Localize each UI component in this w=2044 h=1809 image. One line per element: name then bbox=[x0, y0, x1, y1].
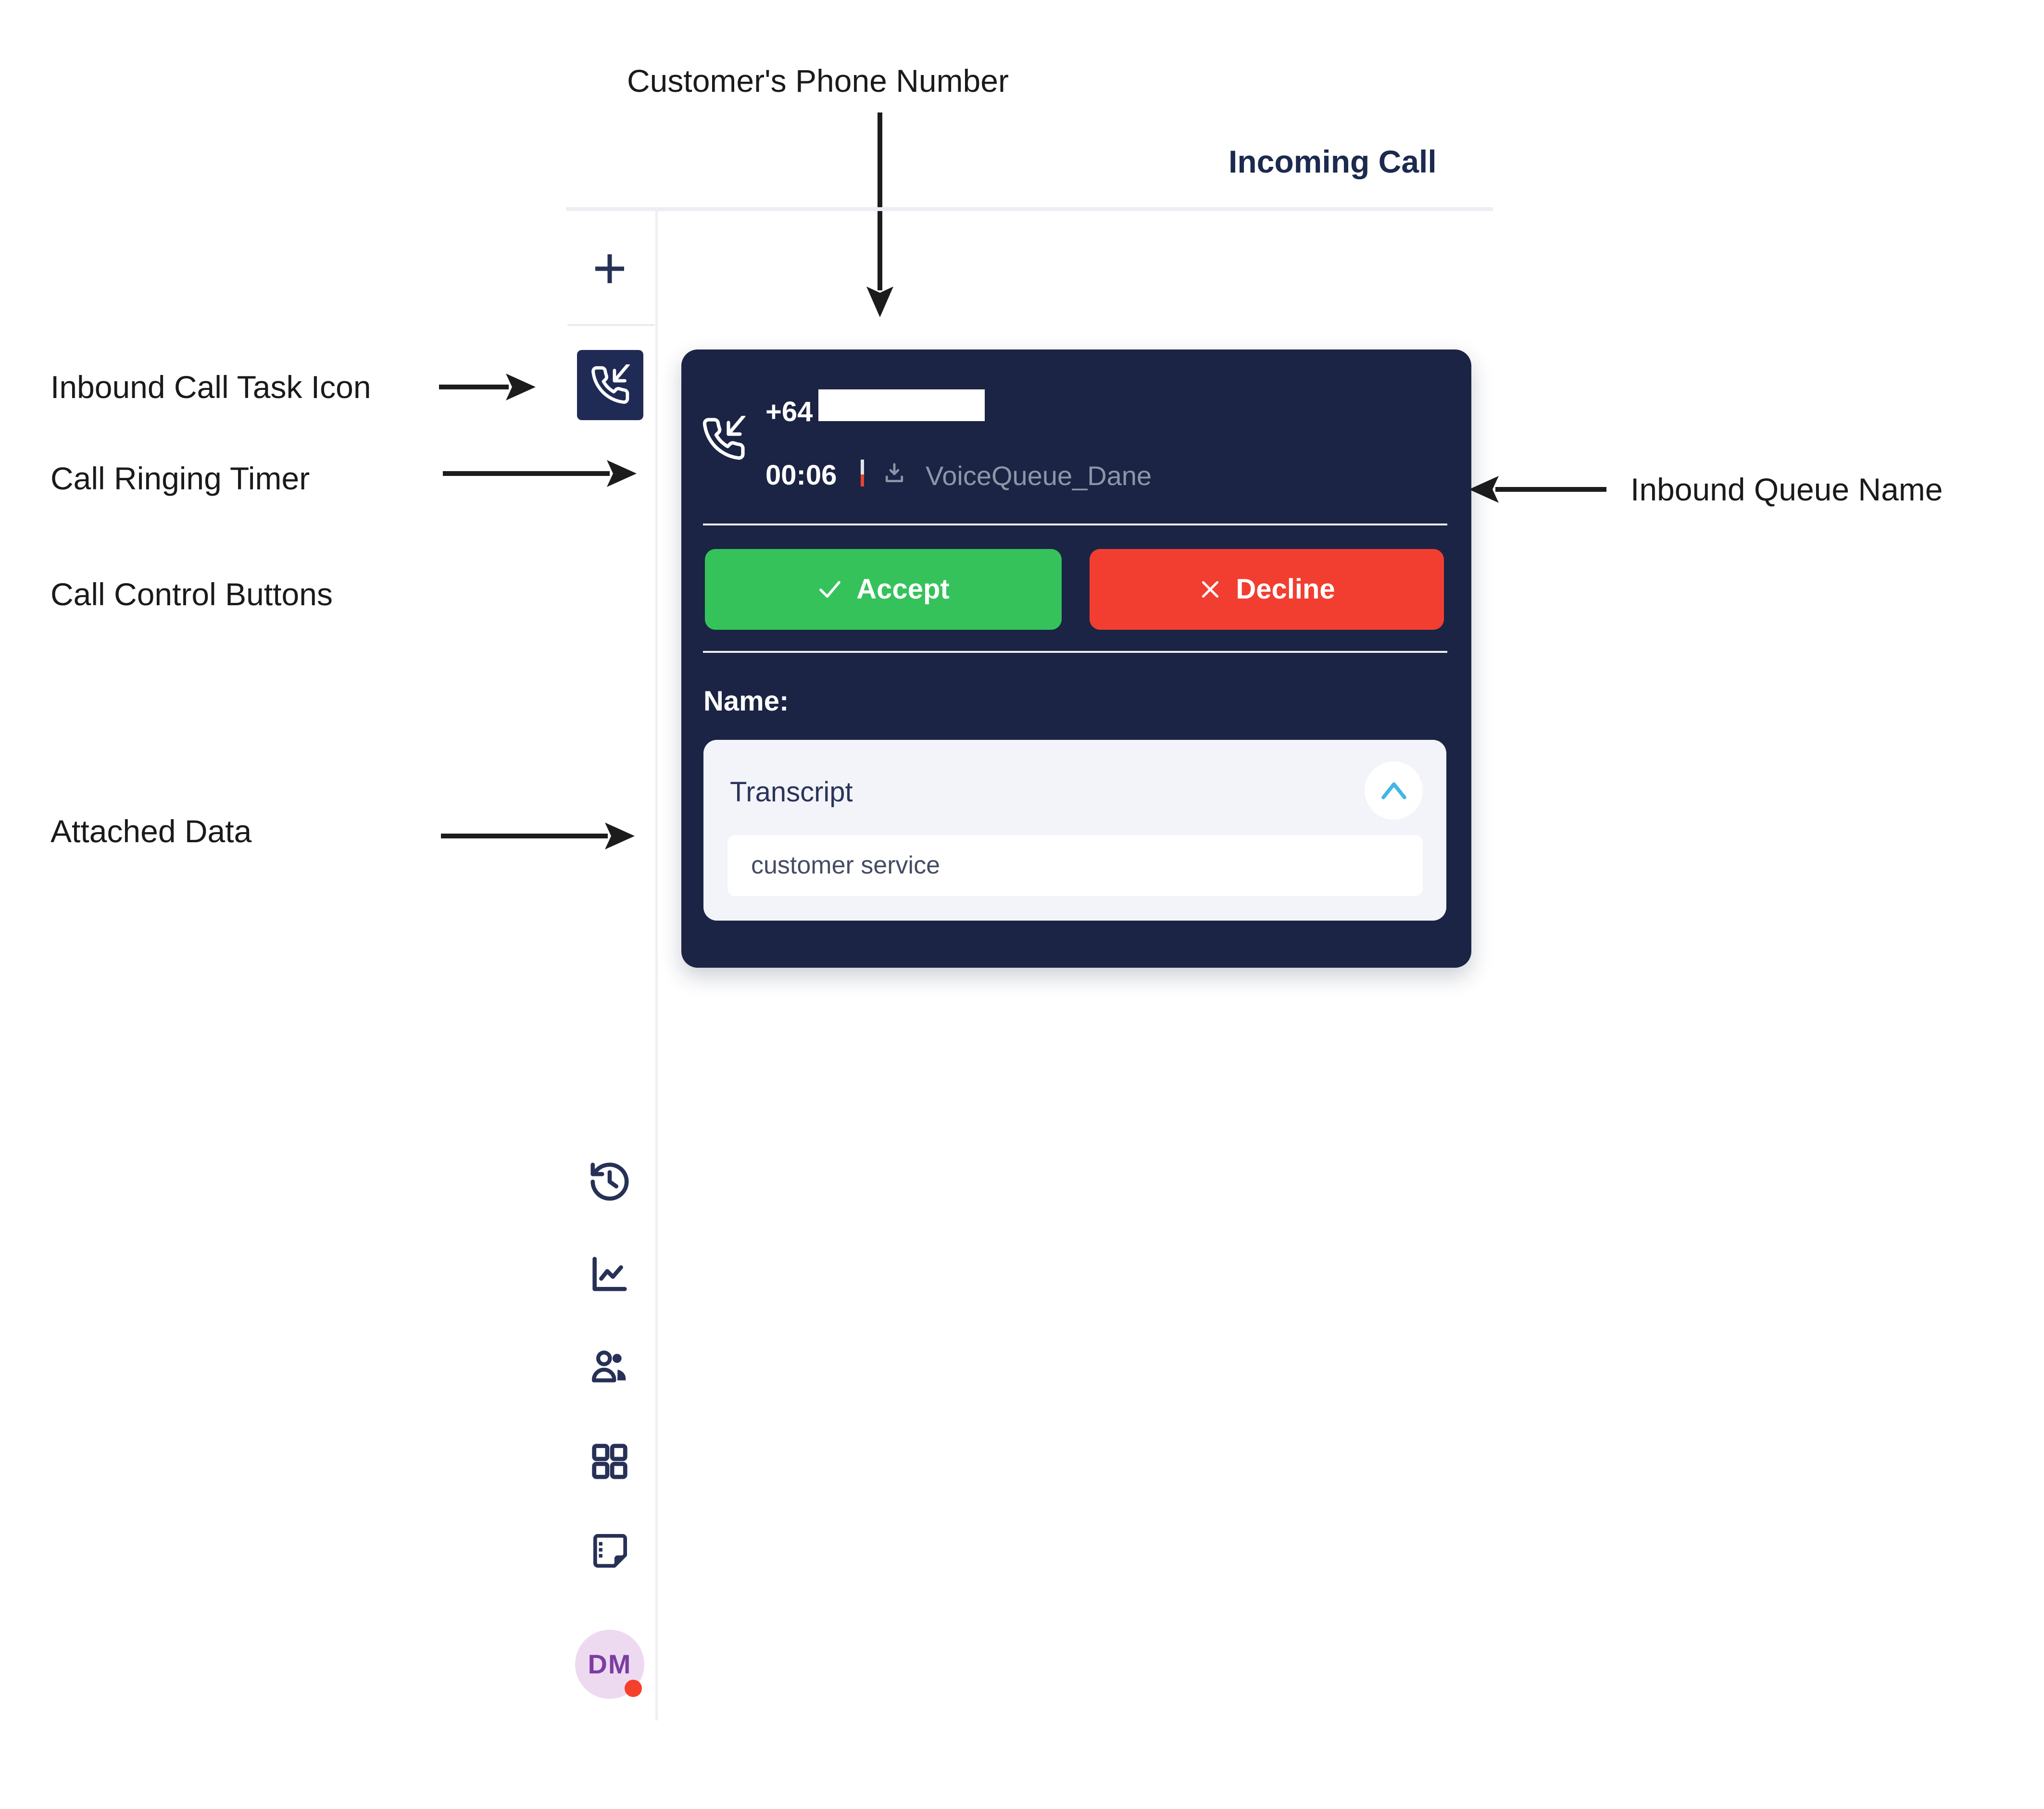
avatar[interactable]: DM bbox=[575, 1630, 644, 1699]
sidebar-item-apps[interactable] bbox=[583, 1435, 637, 1488]
history-icon bbox=[590, 1162, 629, 1201]
annotation-customer-phone-number: Customer's Phone Number bbox=[627, 62, 1009, 99]
transcript-panel: Transcript customer service bbox=[703, 740, 1446, 921]
card-divider bbox=[703, 524, 1447, 525]
phone-number-prefix: +64 bbox=[765, 396, 813, 427]
annotation-inbound-queue-name: Inbound Queue Name bbox=[1630, 471, 1943, 507]
accept-button-label: Accept bbox=[856, 574, 950, 605]
chevron-up-icon bbox=[1381, 782, 1406, 799]
sidebar-rule bbox=[567, 324, 655, 326]
sidebar-item-agents[interactable] bbox=[582, 1339, 638, 1395]
sidebar-item-notes[interactable] bbox=[583, 1524, 637, 1578]
arrow-right-icon bbox=[441, 823, 635, 849]
grid-icon bbox=[592, 1444, 627, 1479]
annotation-attached-data: Attached Data bbox=[50, 813, 252, 849]
call-ringing-timer: 00:06 bbox=[765, 460, 837, 491]
arrow-left-icon bbox=[1469, 476, 1606, 503]
new-task-button[interactable] bbox=[576, 238, 643, 299]
sidebar-item-inbound-call-task[interactable] bbox=[577, 350, 643, 420]
notes-icon bbox=[593, 1534, 627, 1568]
transcript-value-field: customer service bbox=[727, 835, 1423, 896]
checkmark-icon bbox=[819, 581, 841, 598]
transcript-title[interactable]: Transcript bbox=[730, 776, 853, 808]
avatar-initials: DM bbox=[588, 1649, 632, 1679]
incoming-call-card: +64 00:06 VoiceQueue_Dane Accept Decline bbox=[681, 349, 1471, 968]
x-icon bbox=[1202, 581, 1219, 598]
accept-button[interactable]: Accept bbox=[705, 549, 1062, 630]
redacted-phone-number bbox=[818, 389, 985, 421]
plus-icon bbox=[595, 254, 624, 283]
chart-icon bbox=[592, 1257, 627, 1291]
status-dot bbox=[625, 1680, 642, 1697]
name-label: Name: bbox=[703, 686, 789, 717]
transcript-value: customer service bbox=[751, 851, 940, 879]
phone-incoming-icon bbox=[702, 416, 746, 460]
sidebar-item-reports[interactable] bbox=[582, 1246, 638, 1302]
arrow-down-icon bbox=[866, 112, 893, 317]
annotation-call-control-buttons: Call Control Buttons bbox=[50, 576, 333, 612]
sidebar-item-history[interactable] bbox=[582, 1154, 638, 1210]
header-divider bbox=[566, 207, 1493, 211]
arrow-right-icon bbox=[439, 374, 536, 400]
incoming-call-icon bbox=[591, 364, 630, 404]
collapse-button[interactable] bbox=[1365, 761, 1423, 820]
annotation-call-ringing-timer: Call Ringing Timer bbox=[50, 460, 310, 496]
download-icon bbox=[885, 463, 903, 482]
card-divider bbox=[703, 651, 1447, 653]
agents-icon bbox=[591, 1350, 626, 1383]
sidebar-divider bbox=[655, 211, 658, 1721]
page-title: Incoming Call bbox=[1229, 144, 1437, 179]
decline-button-label: Decline bbox=[1236, 574, 1335, 605]
inbound-queue-name: VoiceQueue_Dane bbox=[926, 461, 1152, 491]
timer-separator bbox=[861, 460, 864, 487]
arrow-right-icon bbox=[443, 460, 637, 487]
annotation-inbound-call-task-icon: Inbound Call Task Icon bbox=[50, 369, 371, 405]
decline-button[interactable]: Decline bbox=[1090, 549, 1444, 630]
